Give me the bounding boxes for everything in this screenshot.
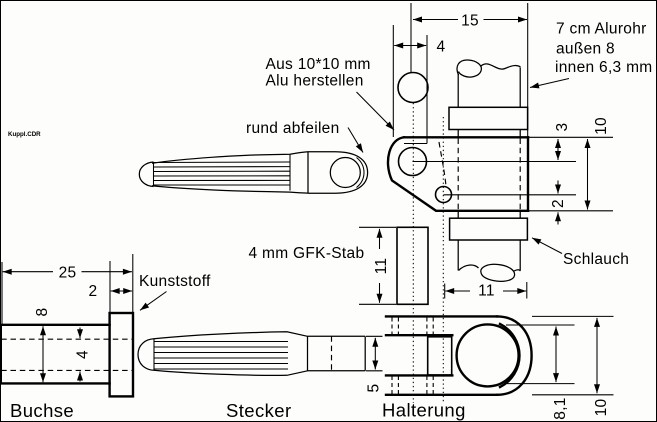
dimension-block-right: 3 10 2 [529, 117, 613, 225]
leader-arrow [356, 91, 395, 131]
rod-outline [396, 226, 429, 306]
hidden-edge-diagonal [438, 141, 447, 187]
gfk-rod: 4 mm GFK-Stab 11 [249, 226, 429, 306]
plug-round-head [308, 151, 369, 194]
tube-break-top [456, 59, 483, 78]
dim-text-2-flange: 2 [89, 283, 98, 300]
plug-head-circle [329, 156, 361, 189]
dimension-top-width: 15 [412, 13, 528, 30]
hose-band-upper [448, 106, 529, 131]
alu-tube [448, 59, 529, 282]
leader-arrow [529, 77, 570, 89]
plug-upper-view [138, 151, 369, 194]
dim-text-10-bottom: 10 [593, 399, 610, 417]
tube-line3: innen 6,3 mm [555, 59, 653, 76]
bracket-side-view [386, 103, 576, 403]
mount-hidden-dashes [391, 317, 434, 394]
make-from-line2: Alu herstellen [266, 73, 364, 90]
dim-text-11-v: 11 [373, 258, 390, 275]
hole-top-view [397, 71, 429, 104]
dimension-tube-width: 11 [444, 282, 528, 300]
tube-line1: 7 cm Alurohr [556, 21, 647, 38]
mount-front-view: 8,1 10 [384, 315, 614, 420]
plug-lower-view: 5 [137, 331, 383, 393]
annotation-hose: Schlauch [531, 237, 629, 268]
annotation-make-from: Aus 10*10 mm Alu herstellen [266, 56, 395, 131]
corner-file-note: Kuppl.CDR [8, 131, 41, 138]
leader-arrow [347, 127, 364, 153]
label-plug: Stecker [226, 400, 292, 421]
ring-outer-outline [495, 315, 533, 397]
ring-bore-circle [455, 323, 520, 388]
plug-tip [137, 338, 155, 371]
clamp-block [426, 335, 453, 376]
dim-text-4-bore: 4 [75, 350, 92, 359]
file-round-text: rund abfeilen [246, 120, 340, 137]
rod-text: 4 mm GFK-Stab [249, 245, 365, 262]
dim-text-8-1: 8,1 [552, 397, 569, 419]
plug-tip [138, 161, 154, 188]
dim-text-3: 3 [554, 123, 571, 132]
plastic-text: Kunststoff [139, 273, 211, 290]
tube-break-bottom [458, 264, 479, 271]
dim-text-2-right: 2 [550, 199, 567, 208]
plug-splines [153, 161, 291, 186]
dim-text-4-top: 4 [437, 39, 446, 56]
dim-text-5: 5 [366, 384, 383, 393]
dim-text-10-top: 10 [593, 117, 610, 135]
annotation-tube: 7 cm Alurohr außen 8 innen 6,3 mm [529, 21, 653, 89]
leader-arrow [139, 291, 167, 311]
annotation-file-round: rund abfeilen [246, 120, 364, 153]
leader-arrow [531, 237, 563, 254]
dim-text-8: 8 [34, 308, 51, 317]
make-from-line1: Aus 10*10 mm [266, 56, 371, 73]
hose-band-lower [448, 217, 529, 241]
ring-outer-arc [498, 322, 521, 389]
dim-text-25: 25 [59, 265, 77, 282]
dim-text-11-h: 11 [478, 283, 495, 300]
dim-text-15: 15 [461, 13, 479, 30]
hose-text: Schlauch [563, 251, 629, 268]
bracket-outline [386, 136, 530, 212]
plug-splines [154, 340, 288, 370]
plastic-flange [108, 311, 135, 398]
dimension-top-hole: 4 [394, 39, 445, 56]
tube-line2: außen 8 [556, 41, 615, 58]
label-mount: Halterung [382, 400, 466, 421]
label-socket: Buchse [10, 400, 74, 421]
socket-view: 25 2 8 4 Kunststoff [0, 254, 211, 398]
